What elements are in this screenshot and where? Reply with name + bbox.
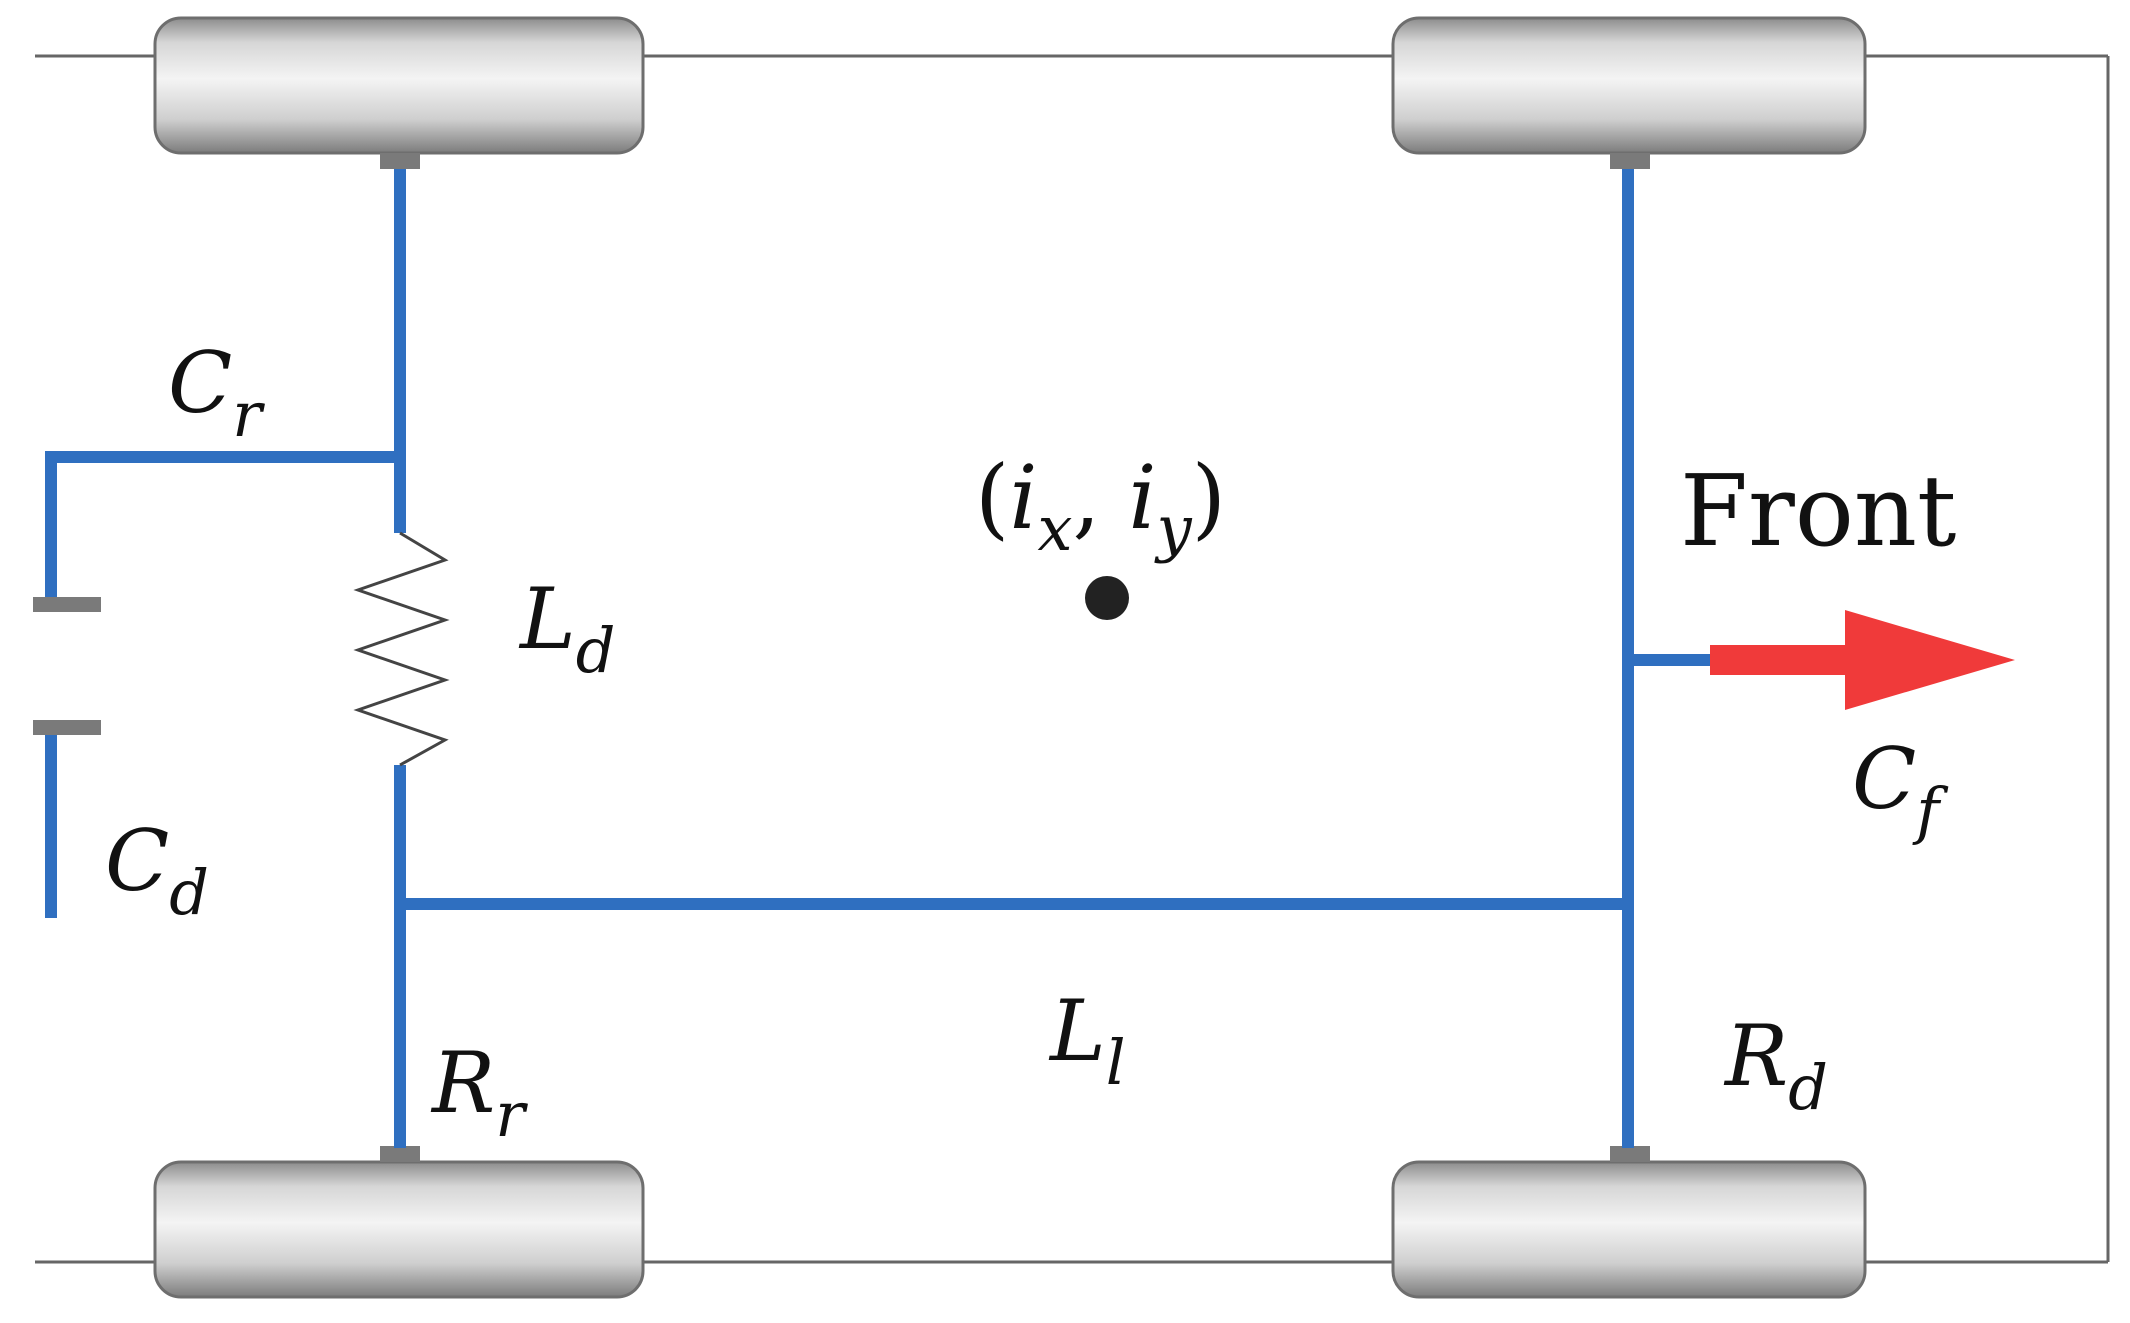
label-front: Front [1680,455,1956,569]
label-cr: Cr [168,334,265,451]
label-cf: Cf [1852,730,1949,847]
axle-mounts [380,153,1650,1162]
label-ld: Ld [518,570,615,687]
wheel-front-left [1391,16,1867,155]
cr-branch [45,451,400,605]
wheel-rear-left [153,16,645,155]
label-rr: Rr [430,1034,528,1151]
label-center-point: (ix, iy) [975,446,1226,565]
center-point-dot [1085,576,1129,620]
label-cd: Cd [105,812,209,929]
chassis-beams [45,169,1710,1148]
label-ll: Ll [1048,982,1126,1099]
front-arrow-icon [1710,610,2015,710]
wheel-rear-right [153,1160,645,1299]
wheel-front-right [1391,1160,1867,1299]
capacitor-plates [33,597,101,735]
label-rd: Rd [1723,1007,1828,1124]
spring-icon [353,531,450,767]
